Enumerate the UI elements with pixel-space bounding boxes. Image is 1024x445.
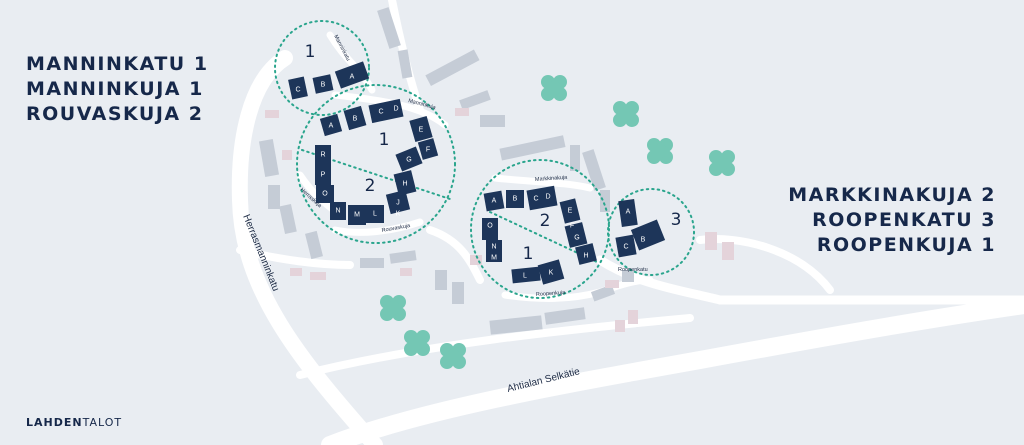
area-number-rouvaskuja: 2 (365, 176, 376, 196)
building-label: C (533, 196, 538, 203)
tree-cluster (541, 75, 567, 101)
building-label: B (513, 196, 518, 203)
building-label: O (322, 191, 328, 198)
building-label: C (623, 244, 628, 251)
tree-cluster (404, 330, 430, 356)
building-label: H (402, 181, 407, 188)
building-label: M (491, 255, 497, 262)
building-label: K (396, 211, 401, 218)
building-label: K (549, 270, 554, 277)
building-label: N (335, 208, 340, 215)
address-line: ROOPENKUJA 1 (816, 234, 996, 256)
building-label: B (321, 82, 326, 89)
building-label: A (329, 123, 334, 130)
area-number-manninkatu: 1 (305, 42, 316, 62)
area-circle-roopenkuja (607, 188, 695, 276)
street-label-roopenkuja: Roopenkuja (536, 290, 567, 298)
logo-light: TALOT (82, 416, 123, 429)
building-label: L (373, 211, 377, 218)
address-line: ROOPENKATU 3 (812, 209, 996, 231)
rouvaskuja-road (331, 218, 424, 236)
address-line: MANNINKUJA 1 (26, 78, 204, 100)
address-line: MARKKINAKUJA 2 (788, 184, 996, 206)
building-label: C (295, 87, 300, 94)
building-label: A (492, 198, 497, 205)
address-line: MANNINKATU 1 (26, 53, 209, 75)
building-label: F (570, 223, 574, 230)
building-label: D (545, 194, 550, 201)
logo-bold: LAHDEN (26, 416, 83, 429)
building-label: R (320, 152, 325, 159)
tree-cluster (709, 150, 735, 176)
lahden-talot-logo: LAHDENTALOT (26, 416, 122, 429)
connector-road (426, 226, 484, 284)
building-label: P (321, 172, 326, 179)
roopenkuja-road (501, 276, 654, 302)
area-circles (274, 20, 695, 299)
ahtialan-selkatie-road (321, 296, 1024, 445)
tree-cluster (613, 101, 639, 127)
street-label-markkinakuja: Markkinakuja (535, 175, 569, 183)
west-feeder-road (236, 246, 354, 269)
building-label: B (641, 237, 646, 244)
address-group-left: MANNINKATU 1 MANNINKUJA 1 ROUVASKUJA 2 (26, 52, 209, 127)
tree-cluster (380, 295, 406, 321)
building-label: F (426, 147, 430, 154)
herrasmanninkatu-road (231, 50, 383, 445)
building-label: B (353, 116, 358, 123)
area-number-markkinakuja-south: 1 (523, 244, 534, 264)
address-line: ROUVASKUJA 2 (26, 103, 204, 125)
building-label: J (396, 200, 400, 207)
pink-buildings (265, 108, 734, 332)
building-label: L (523, 273, 527, 280)
building-letters: C B A A B C D E F G H J K L M N O P R A … (295, 74, 645, 280)
building-label: D (393, 106, 398, 113)
tree-cluster (440, 343, 466, 369)
area-number-markkinakuja-north: 2 (540, 211, 551, 231)
area-numbers: 1 1 2 2 1 3 (305, 42, 682, 264)
building-label: M (354, 212, 360, 219)
area-number-manninkuja: 1 (379, 130, 390, 150)
roopenkatu-road (595, 255, 1024, 305)
gray-buildings (258, 7, 634, 335)
area-number-roopenkuja: 3 (671, 210, 682, 230)
building-label: H (583, 253, 588, 260)
building-label: N (491, 244, 496, 251)
building-label: A (350, 74, 355, 81)
building-label: G (574, 235, 579, 242)
trees (380, 75, 735, 369)
markkinakuja-road (491, 174, 594, 192)
building-label: C (378, 109, 383, 116)
building-label: O (487, 223, 493, 230)
area-circle-manninkuja-rouvaskuja (296, 84, 456, 244)
building-label: A (626, 209, 631, 216)
area-circle-manninkatu (274, 20, 370, 116)
street-label-rouvaskuja: Rouvaskuja (381, 223, 411, 234)
address-group-right: MARKKINAKUJA 2 ROOPENKATU 3 ROOPENKUJA 1 (788, 183, 996, 258)
street-label-roopenkatu: Roopenkatu (618, 267, 648, 273)
tree-cluster (647, 138, 673, 164)
building-label: G (406, 157, 411, 164)
project-buildings (288, 61, 666, 285)
building-label: E (419, 127, 424, 134)
building-label: E (568, 208, 573, 215)
